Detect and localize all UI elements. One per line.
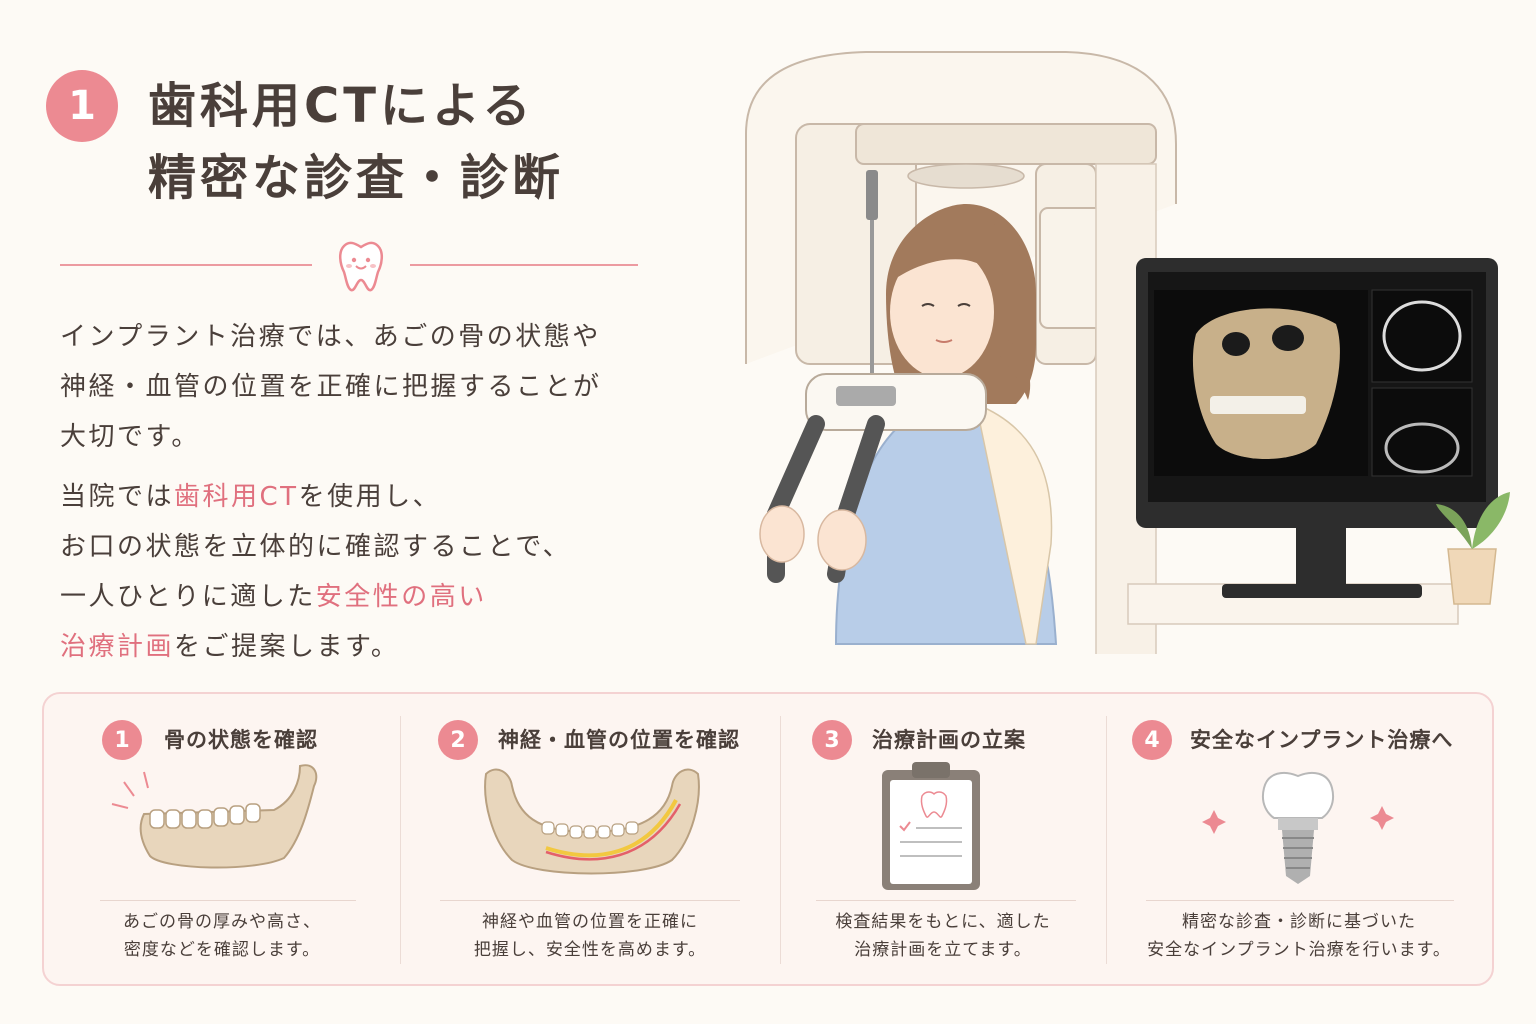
feature-safe-implant: 4 安全なインプラント治療へ 精密な診査・診断に基づいた 安全なインプラント治療… — [1106, 694, 1492, 984]
feature-divider — [100, 900, 356, 901]
feature-description: 神経や血管の位置を正確に 把握し、安全性を高めます。 — [400, 908, 780, 964]
feature-number-badge: 3 — [812, 720, 852, 760]
highlight-plan: 治療計画 — [60, 632, 175, 662]
ct-monitor — [1136, 258, 1498, 598]
intro-p2-line-3: 一人ひとりに適した安全性の高い — [60, 572, 571, 622]
feature-desc-line: 安全なインプラント治療を行います。 — [1147, 940, 1451, 960]
page-title: 歯科用CTによる 精密な診査・診断 — [148, 70, 564, 214]
feature-title: 神経・血管の位置を確認 — [498, 728, 740, 752]
title-line-2: 精密な診査・診断 — [148, 150, 565, 206]
feature-desc-line: あごの骨の厚みや高さ、 — [123, 912, 321, 932]
intro-p2-text: 一人ひとりに適した — [60, 582, 316, 612]
intro-paragraph-2: 当院では歯科用CTを使用し、 お口の状態を立体的に確認することで、 一人ひとりに… — [60, 472, 571, 672]
feature-description: 検査結果をもとに、適した 治療計画を立てます。 — [780, 908, 1106, 964]
intro-p2-text: 当院では — [60, 482, 175, 512]
feature-divider — [1146, 900, 1454, 901]
feature-treatment-plan: 3 治療計画の立案 検査結果をもとに、適した 治療計画を立てます。 — [780, 694, 1106, 984]
feature-title: 治療計画の立案 — [872, 728, 1026, 752]
feature-number-badge: 1 — [102, 720, 142, 760]
jawbone-icon — [111, 764, 318, 869]
feature-number-badge: 4 — [1132, 720, 1172, 760]
feature-title: 安全なインプラント治療へ — [1190, 728, 1454, 752]
intro-p2-line-2: お口の状態を立体的に確認することで、 — [60, 532, 572, 562]
chin-rest — [759, 373, 987, 583]
section-number-badge: 1 — [46, 70, 118, 142]
feature-desc-line: 治療計画を立てます。 — [854, 940, 1032, 960]
feature-desc-line: 精密な診査・診断に基づいた — [1182, 912, 1416, 932]
feature-desc-line: 検査結果をもとに、適した — [835, 912, 1051, 932]
feature-separator — [780, 716, 781, 964]
feature-desc-line: 神経や血管の位置を正確に — [482, 912, 698, 932]
intro-p2-line-4: 治療計画をご提案します。 — [60, 622, 571, 672]
feature-description: あごの骨の厚みや高さ、 密度などを確認します。 — [44, 908, 400, 964]
intro-p2-text: をご提案します。 — [174, 632, 400, 662]
intro-line-1: インプラント治療では、あごの骨の状態や — [60, 322, 601, 352]
divider-right — [410, 264, 638, 266]
title-line-1: 歯科用CTによる — [148, 78, 535, 134]
implant-icon — [1202, 771, 1394, 884]
intro-paragraph-1: インプラント治療では、あごの骨の状態や 神経・血管の位置を正確に把握することが … — [60, 312, 602, 462]
intro-line-2: 神経・血管の位置を正確に把握することが — [60, 372, 602, 402]
smiling-tooth-icon — [339, 241, 383, 292]
feature-description: 精密な診査・診断に基づいた 安全なインプラント治療を行います。 — [1106, 908, 1492, 964]
highlight-safety: 安全性の高い — [315, 582, 487, 612]
intro-p2-text: を使用し、 — [298, 482, 442, 512]
feature-divider — [816, 900, 1076, 901]
feature-desc-line: 密度などを確認します。 — [123, 940, 321, 960]
divider-left — [60, 264, 312, 266]
feature-separator — [400, 716, 401, 964]
feature-title: 骨の状態を確認 — [164, 728, 318, 752]
feature-number-badge: 2 — [438, 720, 478, 760]
intro-p2-line-1: 当院では歯科用CTを使用し、 — [60, 472, 571, 522]
potted-plant — [1436, 492, 1510, 605]
nerve-jaw-icon — [484, 768, 700, 875]
feature-nerve-check: 2 神経・血管の位置を確認 神経や血管の位置を正確に 把握し、安全性を高めます。 — [400, 694, 780, 984]
feature-divider — [440, 900, 740, 901]
intro-line-3: 大切です。 — [60, 422, 200, 452]
highlight-ct: 歯科用CT — [174, 482, 299, 512]
feature-desc-line: 把握し、安全性を高めます。 — [473, 940, 707, 960]
clipboard-icon — [882, 762, 980, 890]
ct-scan-illustration — [745, 51, 1510, 654]
features-panel: 1 骨の状態を確認 あごの骨の厚みや高さ、 密度などを確認します。 2 神経・血… — [42, 692, 1494, 986]
feature-separator — [1106, 716, 1107, 964]
patient-figure — [834, 204, 1058, 645]
feature-bone-check: 1 骨の状態を確認 あごの骨の厚みや高さ、 密度などを確認します。 — [44, 694, 400, 984]
